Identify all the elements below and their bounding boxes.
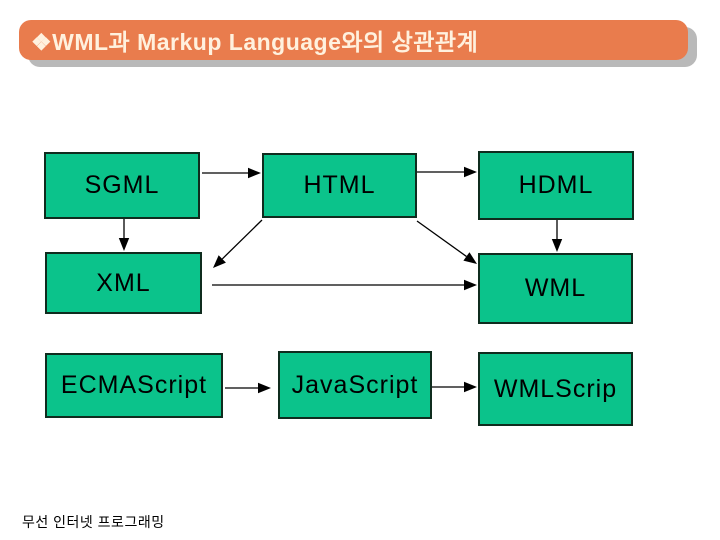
arrow-ecmascript-to-javascript <box>225 382 271 394</box>
slide-title-bar: ❖WML과 Markup Language와의 상관관계 <box>19 20 688 60</box>
arrow-sgml-to-html <box>202 167 261 179</box>
node-label-ecmascript: ECMAScript <box>60 371 208 399</box>
node-label-hdml: HDML <box>518 171 594 199</box>
node-label-html: HTML <box>303 171 376 199</box>
diagram-node-xml: XML <box>45 252 202 314</box>
arrow-hdml-to-wml <box>551 220 563 252</box>
node-label-javascript: JavaScript <box>291 370 419 399</box>
arrow-html-to-hdml <box>417 166 477 178</box>
diagram-node-wml: WML <box>478 253 633 324</box>
arrow-xml-to-wml <box>212 279 477 291</box>
diagram-node-ecmascript: ECMAScript <box>45 353 223 418</box>
diagram-node-html: HTML <box>262 153 417 218</box>
node-label-xml: XML <box>96 268 151 297</box>
diagram-node-sgml: SGML <box>44 152 200 219</box>
slide-footer: 무선 인터넷 프로그래밍 <box>22 514 165 530</box>
diagram-node-hdml: HDML <box>478 151 634 220</box>
diagram-node-wmlscript: WMLScrip <box>478 352 633 426</box>
node-label-sgml: SGML <box>84 171 160 199</box>
slide-title: ❖WML과 Markup Language와의 상관관계 <box>31 29 479 55</box>
diagram-node-javascript: JavaScript <box>278 351 432 419</box>
arrow-html-to-xml <box>213 219 263 268</box>
arrow-javascript-to-wmlscript <box>432 381 477 393</box>
arrow-html-to-wml <box>416 220 477 264</box>
node-label-wmlscript: WMLScrip <box>493 374 618 403</box>
arrow-sgml-to-xml <box>118 219 130 251</box>
node-label-wml: WML <box>524 274 587 302</box>
